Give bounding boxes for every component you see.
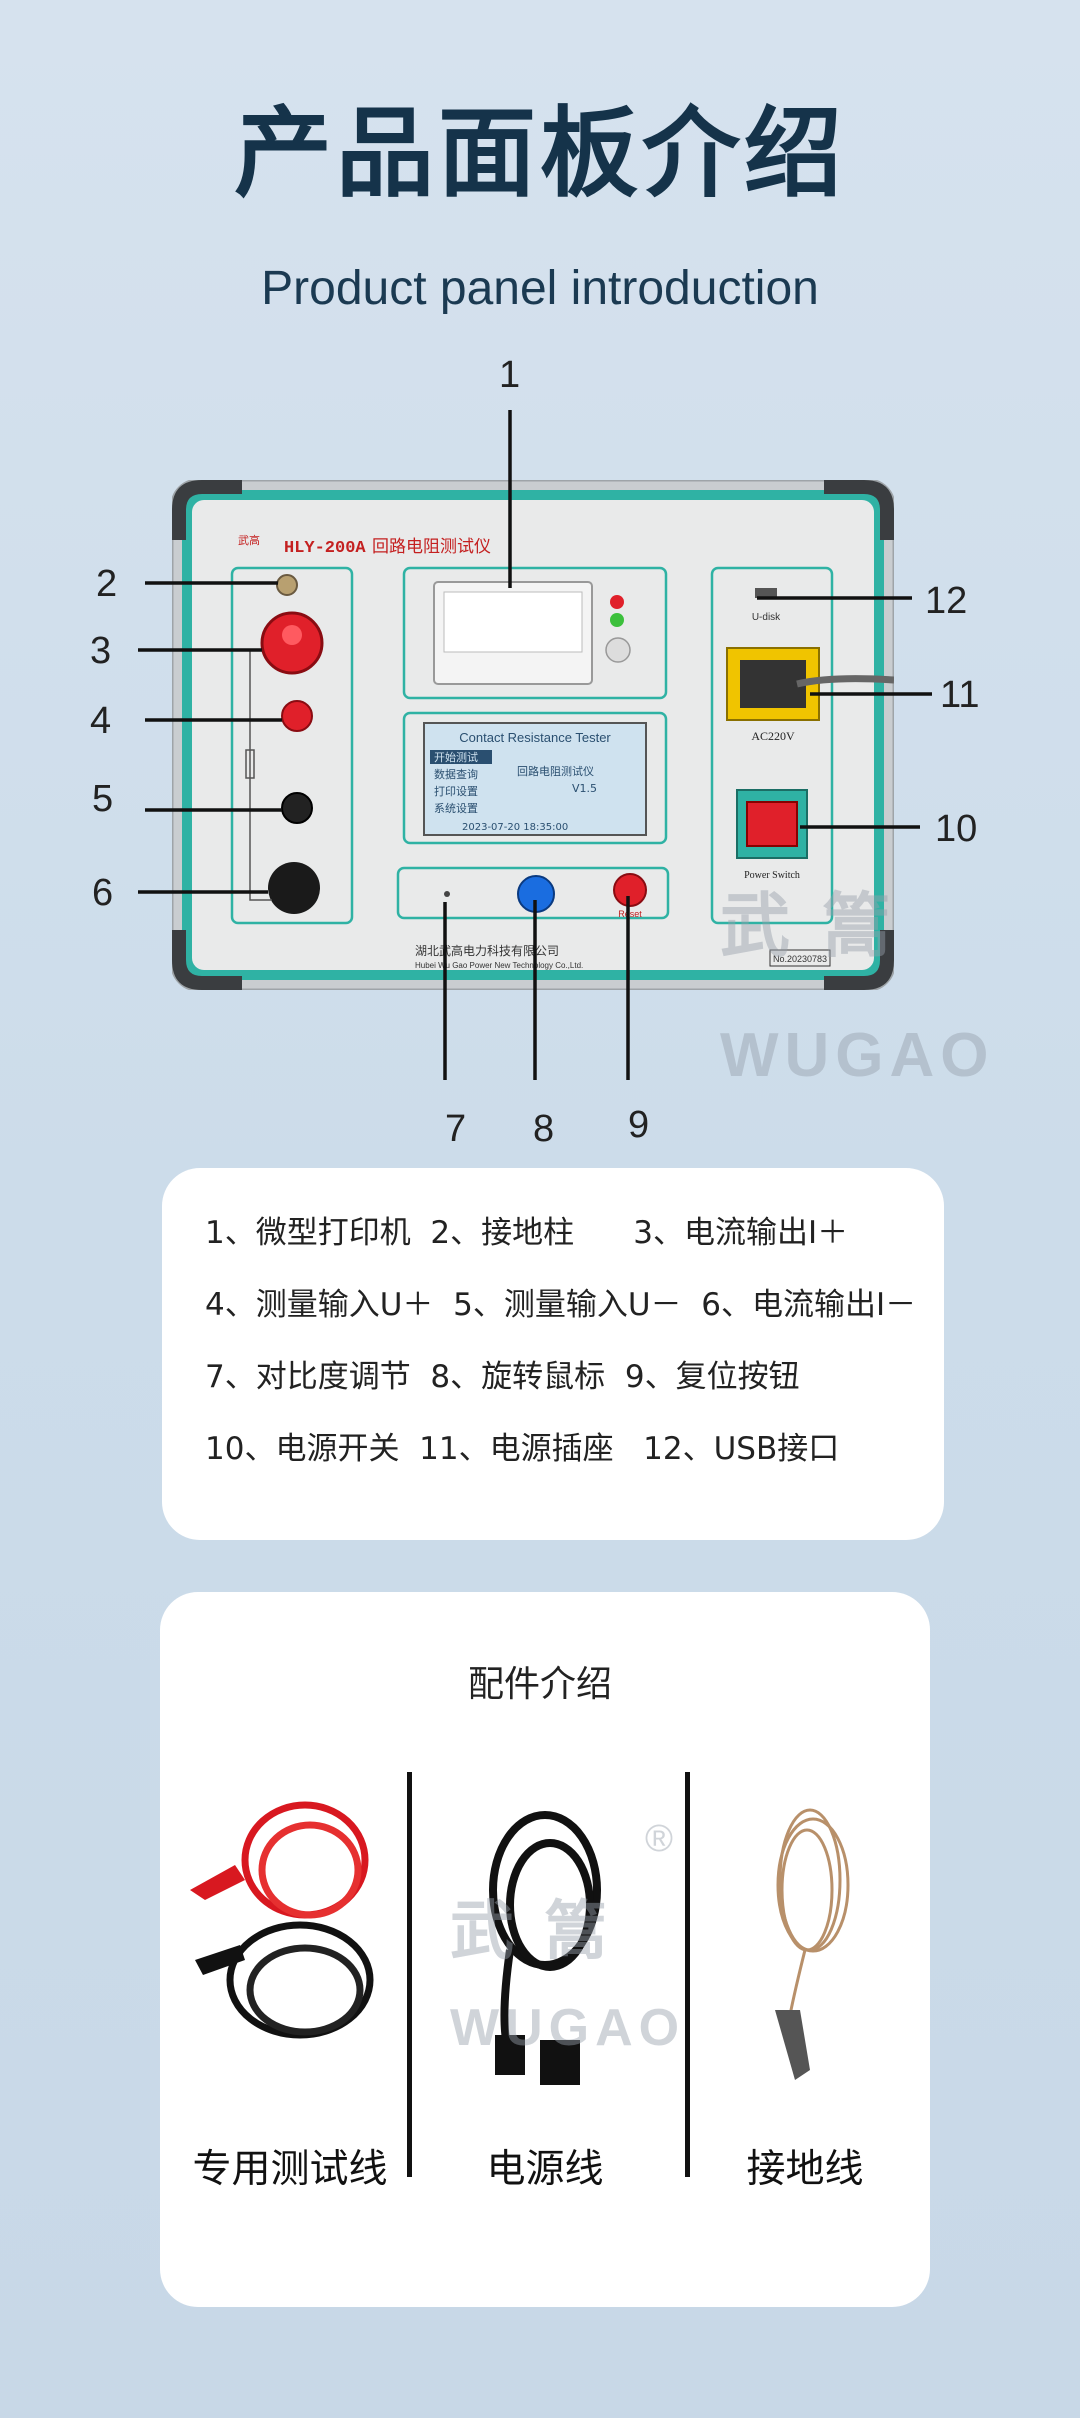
power-cord-icon xyxy=(489,1811,601,2085)
registered-mark: ® xyxy=(645,1818,679,1860)
screen-menu-item: 数据查询 xyxy=(434,767,478,781)
serial-number: No.20230783 xyxy=(773,954,827,964)
usb-label: U-disk xyxy=(752,612,781,623)
device-brand: 武高 xyxy=(238,533,260,547)
page-subtitle: Product panel introduction xyxy=(261,262,819,315)
callout-5: 5 xyxy=(92,778,114,820)
watermark-cn: 武 篙 xyxy=(450,1895,614,1967)
legend-row: 1、微型打印机 2、接地柱 3、电流输出I＋ xyxy=(205,1215,849,1251)
legend-row: 7、对比度调节 8、旋转鼠标 9、复位按钮 xyxy=(205,1359,800,1395)
callout-4: 4 xyxy=(90,700,112,742)
callout-7: 7 xyxy=(445,1108,467,1150)
divider xyxy=(685,1772,690,2177)
legend-row: 4、测量输入U＋ 5、测量输入U－ 6、电流输出I－ xyxy=(205,1287,917,1323)
watermark-cn: 武 篙 xyxy=(720,887,898,965)
callout-10: 10 xyxy=(935,808,978,850)
screen-footer: 2023-07-20 18:35:00 xyxy=(462,822,568,833)
switch-label: Power Switch xyxy=(744,870,800,881)
reset-label: Reset xyxy=(618,909,642,919)
company-cn: 湖北武高电力科技有限公司 xyxy=(415,943,559,958)
callout-6: 6 xyxy=(92,872,114,914)
screen-title: Contact Resistance Tester xyxy=(459,730,611,745)
ground-wire-icon xyxy=(775,1808,850,2080)
callout-3: 3 xyxy=(90,630,112,672)
callout-11: 11 xyxy=(940,674,980,716)
callout-9: 9 xyxy=(628,1104,650,1146)
watermark-en: WUGAO xyxy=(450,1999,686,2057)
power-label: AC220V xyxy=(751,729,795,743)
test-lead-icon xyxy=(190,1801,374,2039)
accessory-label: 专用测试线 xyxy=(192,2147,388,2192)
accessory-label: 接地线 xyxy=(746,2147,864,2192)
screen-menu-item: 开始测试 xyxy=(434,750,478,764)
callout-12: 12 xyxy=(925,580,968,622)
company-en: Hubei Wu Gao Power New Technology Co.,Lt… xyxy=(415,961,583,970)
accessory-label: 电源线 xyxy=(486,2147,604,2192)
device-panel-illustration: Contact Resistance Tester 开始测试 数据查询 打印设置… xyxy=(172,480,894,990)
legend-row: 10、电源开关 11、电源插座 12、USB接口 xyxy=(205,1431,840,1467)
callout-8: 8 xyxy=(533,1108,555,1150)
page-title: 产品面板介绍 xyxy=(233,97,846,211)
legend-card xyxy=(162,1168,944,1540)
device-model: HLY-200A xyxy=(284,539,366,558)
callout-lines xyxy=(138,410,932,1080)
device-name: 回路电阻测试仪 xyxy=(372,537,491,557)
watermark-en: WUGAO xyxy=(720,1021,995,1090)
accessories-title: 配件介绍 xyxy=(467,1664,612,1705)
screen-menu-item: 打印设置 xyxy=(434,784,478,798)
screen-menu-item: 系统设置 xyxy=(434,802,478,815)
screen-right-text: 回路电阻测试仪 xyxy=(517,765,594,778)
divider xyxy=(407,1772,412,2177)
callout-1: 1 xyxy=(499,354,521,396)
screen-right-text: V1.5 xyxy=(572,782,597,795)
callout-2: 2 xyxy=(96,563,118,605)
